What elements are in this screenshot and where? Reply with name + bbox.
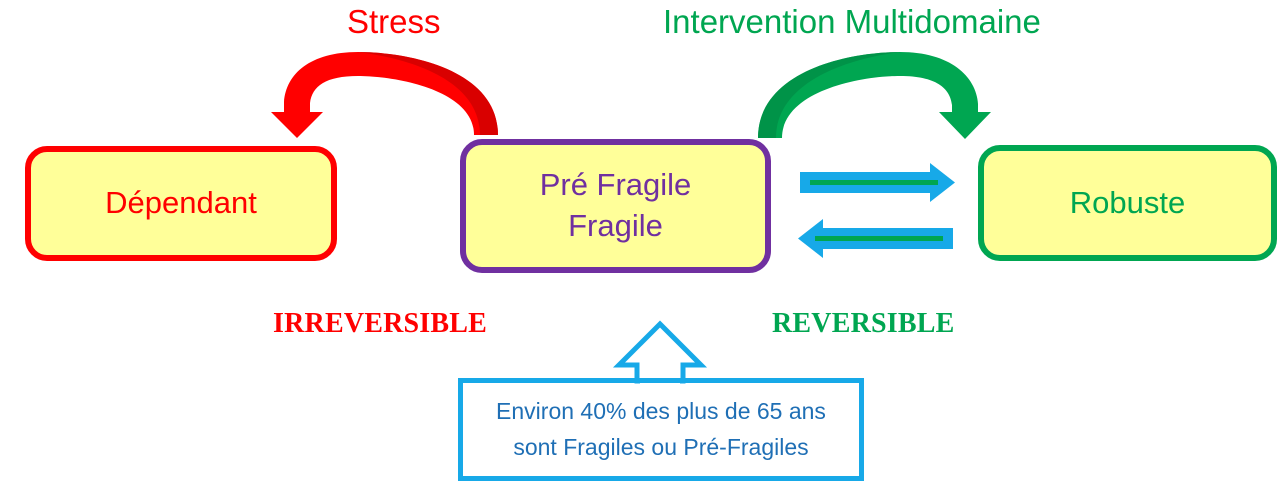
state-box-dependant[interactable]: Dépendant (25, 146, 337, 261)
state-box-robuste[interactable]: Robuste (978, 145, 1277, 261)
reversible-arrow-left (798, 219, 953, 258)
reversible-arrow-right (800, 163, 955, 202)
callout-pointer-up-icon (612, 320, 708, 386)
irreversible-label: IRREVERSIBLE (273, 308, 488, 339)
reversible-arrow-right-body (800, 163, 955, 202)
stress-arrow-shade (358, 52, 498, 135)
state-box-fragile-label-line1: Pré Fragile (539, 167, 692, 203)
stress-arc-label: Stress (347, 3, 441, 40)
intervention-arc-label: Intervention Multidomaine (663, 3, 1041, 40)
reversible-label: REVERSIBLE (772, 308, 955, 339)
stress-arrow-body (271, 52, 498, 138)
intervention-arrow-body (758, 52, 991, 139)
state-box-fragile[interactable]: Pré Fragile Fragile (460, 139, 771, 273)
stress-curved-arrow (271, 52, 498, 138)
state-box-robuste-label: Robuste (1069, 184, 1186, 220)
state-box-dependant-label: Dépendant (105, 185, 257, 221)
intervention-arrow-shade (758, 52, 900, 138)
state-box-fragile-label-line2: Fragile (568, 208, 663, 243)
callout-line-1: Environ 40% des plus de 65 ans (496, 397, 826, 424)
intervention-curved-arrow (758, 52, 991, 139)
callout-box: Environ 40% des plus de 65 ans sont Frag… (458, 378, 864, 481)
reversible-arrow-right-inner-line (810, 180, 938, 185)
reversible-arrow-left-body (798, 219, 953, 258)
callout-pointer-outline (612, 320, 708, 384)
reversible-arrow-left-inner-line (815, 236, 943, 241)
callout-line-2: sont Fragiles ou Pré-Fragiles (513, 433, 809, 460)
